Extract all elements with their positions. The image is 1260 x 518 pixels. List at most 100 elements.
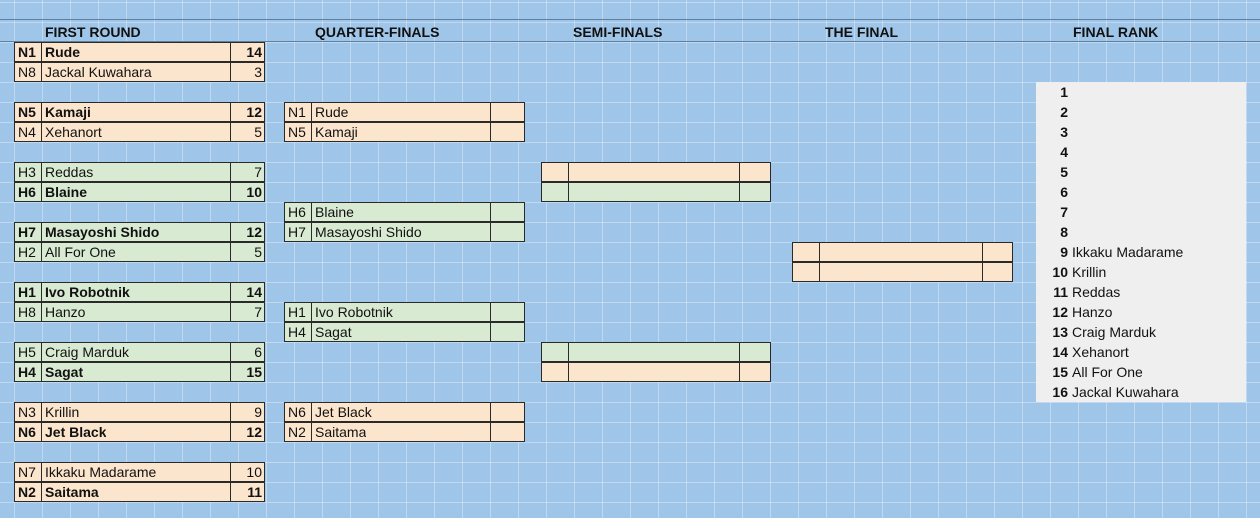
score-cell: 15 bbox=[230, 363, 264, 381]
rank-number: 8 bbox=[1060, 224, 1068, 240]
seed-cell: H6 bbox=[15, 183, 42, 201]
score-cell[interactable] bbox=[490, 303, 524, 321]
score-cell[interactable] bbox=[982, 243, 1012, 261]
seed-cell: H7 bbox=[285, 223, 312, 241]
score-cell[interactable] bbox=[490, 203, 524, 221]
player-name-cell: Kamaji bbox=[315, 124, 358, 140]
seed-cell: N1 bbox=[285, 103, 312, 121]
score-cell[interactable] bbox=[490, 323, 524, 341]
first-round-row[interactable]: N4 Xehanort 5 bbox=[14, 122, 265, 142]
quarter-final-row[interactable]: N6 Jet Black bbox=[284, 402, 525, 422]
rank-number: 6 bbox=[1060, 184, 1068, 200]
quarter-final-row[interactable]: H1 Ivo Robotnik bbox=[284, 302, 525, 322]
rank-number: 9 bbox=[1060, 244, 1068, 260]
player-name-cell: Sagat bbox=[315, 324, 352, 340]
score-cell: 10 bbox=[230, 463, 264, 481]
score-cell: 12 bbox=[230, 423, 264, 441]
seed-cell bbox=[793, 263, 820, 281]
score-cell[interactable] bbox=[982, 263, 1012, 281]
player-name-cell: Krillin bbox=[45, 404, 80, 420]
score-cell[interactable] bbox=[490, 403, 524, 421]
rank-name[interactable]: Jackal Kuwahara bbox=[1072, 384, 1179, 400]
seed-cell: N6 bbox=[15, 423, 42, 441]
first-round-row[interactable]: H7 Masayoshi Shido 12 bbox=[14, 222, 265, 242]
seed-cell bbox=[793, 243, 820, 261]
rank-name[interactable]: Craig Marduk bbox=[1072, 324, 1157, 340]
score-cell: 3 bbox=[230, 63, 264, 81]
header-final-rank: FINAL RANK bbox=[1073, 24, 1159, 40]
first-round-row[interactable]: N7 Ikkaku Madarame 10 bbox=[14, 462, 265, 482]
first-round-row[interactable]: N6 Jet Black 12 bbox=[14, 422, 265, 442]
rank-number: 1 bbox=[1060, 84, 1068, 100]
first-round-row[interactable]: H1 Ivo Robotnik 14 bbox=[14, 282, 265, 302]
quarter-final-row[interactable]: H4 Sagat bbox=[284, 322, 525, 342]
first-round-row[interactable]: H8 Hanzo 7 bbox=[14, 302, 265, 322]
rank-number: 7 bbox=[1060, 204, 1068, 220]
seed-cell: N6 bbox=[285, 403, 312, 421]
seed-cell: N5 bbox=[285, 123, 312, 141]
score-cell: 5 bbox=[230, 243, 264, 261]
score-cell: 7 bbox=[230, 163, 264, 181]
player-name-cell bbox=[570, 163, 572, 181]
quarter-final-row[interactable]: N5 Kamaji bbox=[284, 122, 525, 142]
seed-cell: H4 bbox=[15, 363, 42, 381]
rank-name[interactable]: Reddas bbox=[1072, 284, 1121, 300]
final-rank-panel bbox=[1036, 82, 1246, 402]
semi-final-row[interactable] bbox=[541, 162, 771, 182]
header-bottom-border bbox=[0, 41, 1260, 42]
score-cell[interactable] bbox=[490, 103, 524, 121]
score-cell: 12 bbox=[230, 103, 264, 121]
player-name-cell bbox=[821, 243, 823, 261]
first-round-row[interactable]: N5 Kamaji 12 bbox=[14, 102, 265, 122]
quarter-final-row[interactable]: H7 Masayoshi Shido bbox=[284, 222, 525, 242]
score-cell[interactable] bbox=[490, 223, 524, 241]
score-cell: 9 bbox=[230, 403, 264, 421]
rank-name[interactable]: Hanzo bbox=[1072, 304, 1113, 320]
score-cell[interactable] bbox=[490, 123, 524, 141]
quarter-final-row[interactable]: N1 Rude bbox=[284, 102, 525, 122]
semi-final-row[interactable] bbox=[541, 362, 771, 382]
first-round-row[interactable]: N8 Jackal Kuwahara 3 bbox=[14, 62, 265, 82]
first-round-row[interactable]: H4 Sagat 15 bbox=[14, 362, 265, 382]
player-name-cell: Reddas bbox=[45, 164, 94, 180]
semi-final-row[interactable] bbox=[541, 342, 771, 362]
score-cell: 6 bbox=[230, 343, 264, 361]
first-round-row[interactable]: H3 Reddas 7 bbox=[14, 162, 265, 182]
score-cell: 11 bbox=[230, 483, 264, 501]
seed-cell bbox=[542, 163, 569, 181]
first-round-row[interactable]: H5 Craig Marduk 6 bbox=[14, 342, 265, 362]
first-round-row[interactable]: N3 Krillin 9 bbox=[14, 402, 265, 422]
quarter-final-row[interactable]: N2 Saitama bbox=[284, 422, 525, 442]
score-cell[interactable] bbox=[739, 363, 770, 381]
score-cell[interactable] bbox=[739, 343, 770, 361]
first-round-row[interactable]: H6 Blaine 10 bbox=[14, 182, 265, 202]
rank-name[interactable]: All For One bbox=[1072, 364, 1143, 380]
rank-number: 10 bbox=[1052, 264, 1068, 280]
seed-cell: H6 bbox=[285, 203, 312, 221]
score-cell[interactable] bbox=[739, 183, 770, 201]
quarter-final-row[interactable]: H6 Blaine bbox=[284, 202, 525, 222]
player-name-cell bbox=[821, 263, 823, 281]
score-cell[interactable] bbox=[490, 423, 524, 441]
final-row[interactable] bbox=[792, 242, 1013, 262]
rank-number: 3 bbox=[1060, 124, 1068, 140]
score-cell[interactable] bbox=[739, 163, 770, 181]
first-round-row[interactable]: N2 Saitama 11 bbox=[14, 482, 265, 502]
player-name-cell: Masayoshi Shido bbox=[315, 224, 422, 240]
final-row[interactable] bbox=[792, 262, 1013, 282]
score-cell: 14 bbox=[230, 283, 264, 301]
player-name-cell bbox=[570, 343, 572, 361]
rank-number: 5 bbox=[1060, 164, 1068, 180]
rank-number: 4 bbox=[1060, 144, 1068, 160]
rank-name[interactable]: Ikkaku Madarame bbox=[1072, 244, 1184, 260]
player-name-cell: Ivo Robotnik bbox=[315, 304, 393, 320]
score-cell: 14 bbox=[230, 43, 264, 61]
rank-name[interactable]: Krillin bbox=[1072, 264, 1107, 280]
score-cell: 10 bbox=[230, 183, 264, 201]
seed-cell: N4 bbox=[15, 123, 42, 141]
first-round-row[interactable]: H2 All For One 5 bbox=[14, 242, 265, 262]
first-round-row[interactable]: N1 Rude 14 bbox=[14, 42, 265, 62]
semi-final-row[interactable] bbox=[541, 182, 771, 202]
rank-name[interactable]: Xehanort bbox=[1072, 344, 1129, 360]
